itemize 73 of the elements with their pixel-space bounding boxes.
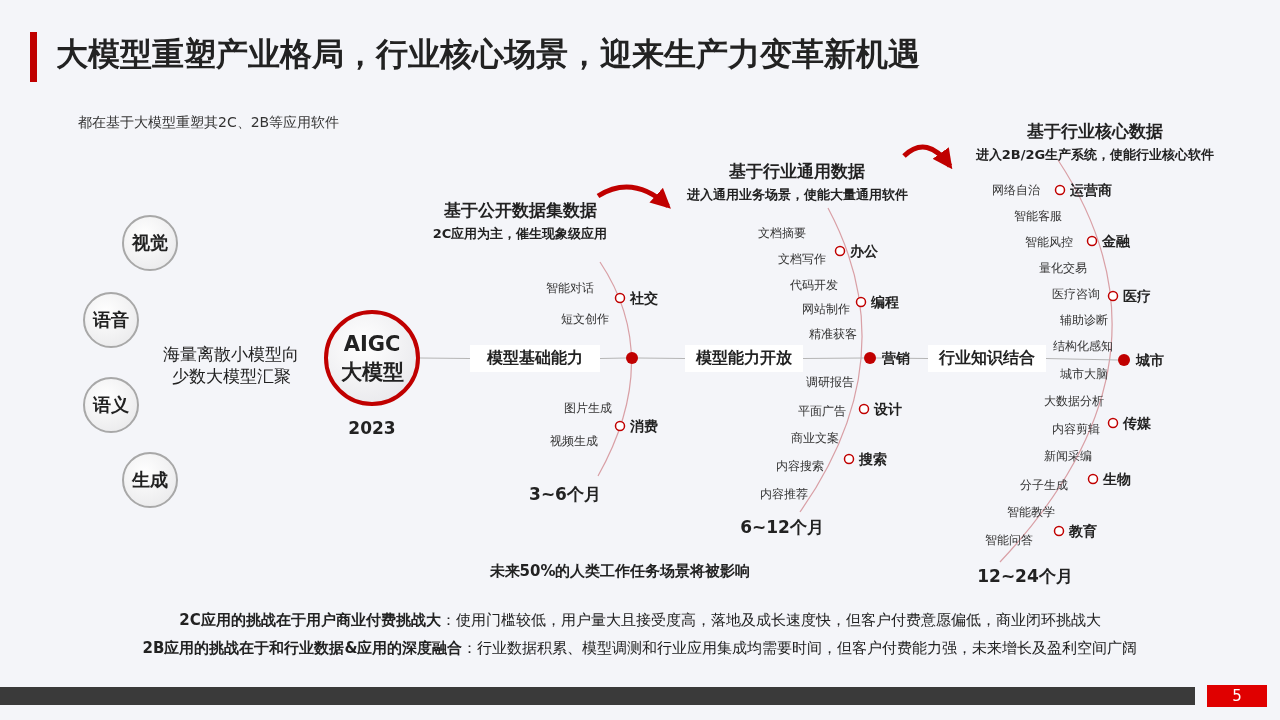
category-label: 营销 (882, 349, 910, 368)
item-label: 智能对话 (546, 280, 594, 296)
category-label: 社交 (630, 289, 658, 307)
category-label: 运营商 (1070, 181, 1112, 199)
item-label: 新闻采编 (1044, 448, 1092, 464)
claim-text: 未来50%的人类工作任务场景将被影响 (488, 562, 752, 581)
model-circle: AIGC 大模型 (324, 310, 420, 406)
curved-arrow (596, 184, 672, 209)
item-label: 短文创作 (561, 311, 609, 327)
stage-heading: 基于行业核心数据 进入2B/2G生产系统，使能行业核心软件 (950, 116, 1240, 168)
stage-heading: 基于行业通用数据 进入通用业务场景，使能大量通用软件 (668, 156, 926, 208)
connector-line (419, 357, 471, 360)
item-label: 大数据分析 (1044, 393, 1104, 409)
item-label: 图片生成 (564, 400, 612, 416)
category-label: 生物 (1103, 470, 1131, 488)
item-label: 商业文案 (791, 430, 839, 446)
item-label: 平面广告 (798, 403, 846, 419)
item-label: 医疗咨询 (1052, 286, 1100, 302)
modality-circle: 生成 (122, 452, 178, 508)
stage-heading: 基于公开数据集数据 2C应用为主，催生现象级应用 (420, 196, 620, 246)
modality-circle: 语音 (83, 292, 139, 348)
item-label: 网站制作 (802, 301, 850, 317)
duration-label: 12~24个月 (976, 565, 1074, 588)
note-text: 海量离散小模型向少数大模型汇聚 (162, 343, 300, 387)
item-label: 城市大脑 (1060, 366, 1108, 382)
page-number: 5 (1207, 685, 1267, 707)
category-label: 医疗 (1123, 287, 1151, 305)
category-label: 教育 (1069, 522, 1097, 540)
item-label: 分子生成 (1020, 477, 1068, 493)
junction-dot (1118, 354, 1130, 366)
item-label: 量化交易 (1039, 260, 1087, 276)
duration-label: 6~12个月 (739, 516, 825, 539)
category-label: 设计 (874, 400, 902, 418)
year-label: 2023 (347, 418, 397, 438)
item-label: 文档写作 (778, 251, 826, 267)
item-label: 文档摘要 (758, 225, 806, 241)
item-label: 结构化感知 (1053, 338, 1113, 354)
stage-label: 行业知识结合 (928, 345, 1046, 372)
category-label: 办公 (850, 242, 878, 260)
duration-label: 3~6个月 (528, 483, 602, 506)
slide-title: 大模型重塑产业格局，行业核心场景，迎来生产力变革新机遇 (56, 34, 920, 75)
connector-line (599, 357, 627, 360)
item-label: 智能客服 (1014, 208, 1062, 224)
item-label: 智能风控 (1025, 234, 1073, 250)
modality-circle: 语义 (83, 377, 139, 433)
modality-circle: 视觉 (122, 215, 178, 271)
category-label: 传媒 (1123, 414, 1151, 432)
category-label: 搜索 (859, 450, 887, 468)
junction-dot (626, 352, 638, 364)
category-label: 金融 (1102, 232, 1130, 250)
item-label: 代码开发 (790, 277, 838, 293)
category-label: 城市 (1136, 351, 1164, 370)
subtitle-text: 都在基于大模型重塑其2C、2B等应用软件 (78, 114, 340, 132)
item-label: 内容搜索 (776, 458, 824, 474)
stage-label: 模型能力开放 (685, 345, 803, 372)
item-label: 网络自治 (992, 182, 1040, 198)
junction-dot (864, 352, 876, 364)
stage-label: 模型基础能力 (470, 345, 600, 372)
item-label: 智能问答 (985, 532, 1033, 548)
item-label: 辅助诊断 (1060, 312, 1108, 328)
item-label: 调研报告 (806, 374, 854, 390)
summary-text: 2B应用的挑战在于和行业数据&应用的深度融合：行业数据积累、模型调测和行业应用集成均需要时间，但客户付费能力强，未来增长及盈利空间广阔 (141, 639, 1139, 658)
item-label: 智能教学 (1007, 504, 1055, 520)
category-label: 消费 (630, 417, 658, 435)
item-label: 内容剪辑 (1052, 421, 1100, 437)
item-label: 精准获客 (809, 326, 857, 342)
item-label: 视频生成 (550, 433, 598, 449)
item-label: 内容推荐 (760, 486, 808, 502)
connector-line (637, 357, 686, 360)
summary-text: 2C应用的挑战在于用户商业付费挑战大：使用门槛较低，用户量大且接受度高，落地及成长速度快，但客户付费意愿偏低，商业闭环挑战大 (178, 611, 1102, 630)
category-label: 编程 (871, 293, 899, 311)
connector-line (802, 357, 865, 360)
connector-line (1045, 357, 1119, 361)
